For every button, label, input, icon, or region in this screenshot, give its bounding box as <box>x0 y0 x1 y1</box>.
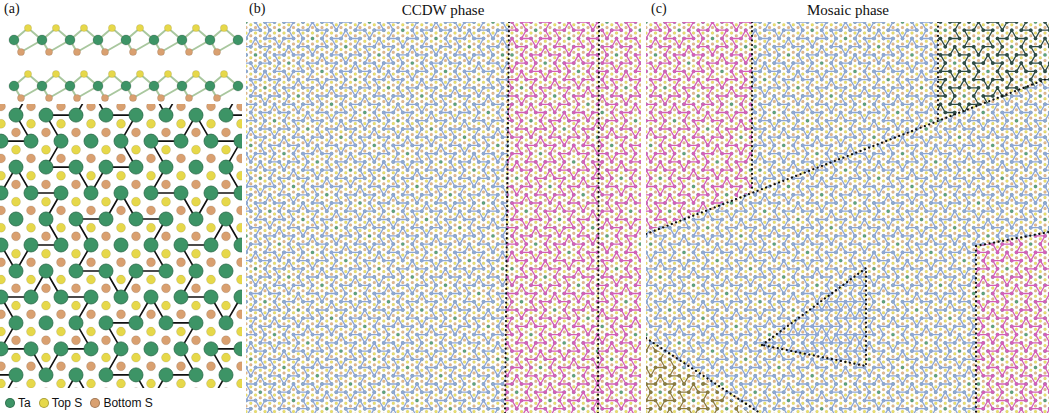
ccdw-panel <box>201 0 684 413</box>
side-view <box>9 24 243 101</box>
bottom-s-atoms <box>17 94 220 101</box>
cdw-domain <box>201 0 684 413</box>
atom-legend: Ta Top S Bottom S <box>2 396 164 410</box>
legend-swatch <box>90 398 100 408</box>
domain-wall <box>976 232 1049 246</box>
top-s-atoms <box>24 24 227 31</box>
star-vertex-atoms <box>601 0 1049 413</box>
star-vertex-atoms <box>601 0 1049 413</box>
legend-text: Top S <box>52 396 83 410</box>
cdw-domain <box>201 0 684 413</box>
panel-letter: (a) <box>2 1 22 17</box>
legend-item: Ta <box>5 396 31 410</box>
top-s-atoms <box>24 70 227 77</box>
cdw-domain <box>601 0 1049 413</box>
cdw-domain <box>601 0 1049 413</box>
star-vertex-atoms <box>601 0 1049 413</box>
domain-wall <box>598 22 599 413</box>
cdw-domain <box>601 0 1049 413</box>
cdw-domain <box>601 0 1049 413</box>
domain-wall <box>646 78 1049 234</box>
cdw-domain <box>601 0 1049 413</box>
legend-text: Ta <box>18 396 31 410</box>
mosaic-panel <box>601 0 1049 413</box>
legend-swatch <box>39 398 49 408</box>
cdw-domain <box>201 0 684 413</box>
david-star-outline <box>603 0 1049 413</box>
panel-letter: (c) <box>649 1 669 17</box>
bottom-s-atoms <box>17 48 220 55</box>
domain-wall <box>937 22 939 122</box>
domain-wall <box>751 22 753 192</box>
domain-wall <box>646 338 760 413</box>
ta-atoms <box>0 108 248 382</box>
domain-wall <box>975 246 977 413</box>
star-vertex-atoms <box>601 0 1049 413</box>
star-vertex-atoms <box>201 0 684 413</box>
cdw-domain <box>601 0 1049 413</box>
star-vertex-atoms <box>201 0 684 413</box>
legend-item: Top S <box>39 396 83 410</box>
star-vertex-atoms <box>601 0 1049 413</box>
legend-item: Bottom S <box>90 396 152 410</box>
david-star-outline <box>603 0 1049 413</box>
legend-text: Bottom S <box>103 396 152 410</box>
domain-wall <box>762 268 866 366</box>
ta-atoms <box>9 35 243 45</box>
panel-title: Mosaic phase <box>805 2 891 19</box>
cdw-domain <box>601 0 1049 413</box>
star-vertex-atoms <box>601 0 1049 413</box>
panel-title: CCDW phase <box>400 2 487 19</box>
legend-swatch <box>5 398 15 408</box>
david-star-outline <box>603 0 1049 413</box>
star-vertex-atoms <box>601 0 1049 413</box>
panel-letter: (b) <box>247 1 267 17</box>
star-vertex-atoms <box>201 0 684 413</box>
domain-wall <box>505 22 509 413</box>
ta-atoms <box>9 81 243 91</box>
